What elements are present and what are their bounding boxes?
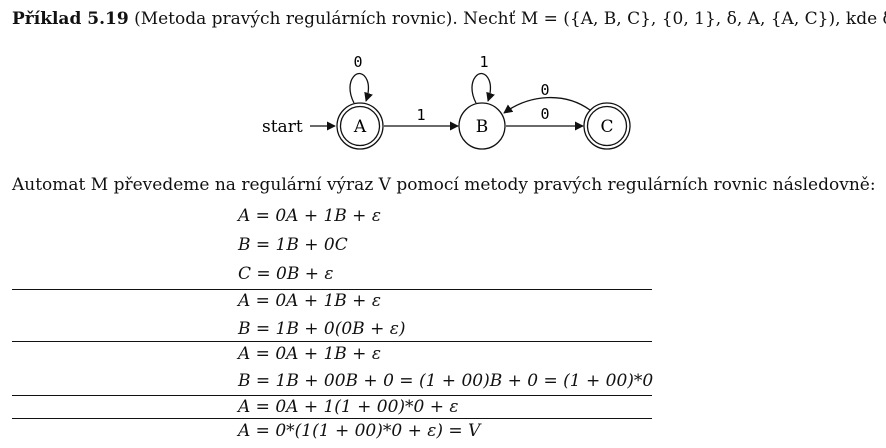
state-C-label: C	[600, 117, 613, 137]
example-heading: Příklad 5.19 (Metoda pravých regulárních…	[12, 6, 886, 32]
method-paragraph: Automat M převedeme na regulární výraz V…	[12, 175, 876, 195]
equation-7: B = 1B + 00B + 0 = (1 + 00)B + 0 = (1 + …	[238, 371, 654, 391]
equation-2: B = 1B + 0C	[238, 235, 348, 255]
edge-A-loop-label: 0	[353, 53, 362, 71]
edge-A-loop	[349, 73, 373, 104]
equation-6: A = 0A + 1B + ε	[238, 344, 381, 364]
edge-C-to-B	[503, 96, 591, 114]
state-C: C	[583, 102, 631, 150]
step-divider-2	[12, 341, 652, 342]
example-intro-text: (Metoda pravých regulárních rovnic). Nec…	[128, 9, 886, 29]
edge-A-to-B-label: 1	[416, 106, 425, 124]
step-divider-4	[12, 418, 652, 419]
edge-C-to-B-label: 0	[540, 81, 549, 99]
equation-9: A = 0*(1(1 + 00)*0 + ε) = V	[238, 421, 481, 441]
state-B: B	[458, 102, 506, 150]
state-A: A	[336, 102, 384, 150]
step-divider-1	[12, 289, 652, 290]
edge-B-loop	[471, 73, 495, 104]
start-label: start	[262, 117, 303, 137]
equation-1: A = 0A + 1B + ε	[238, 206, 381, 226]
equation-8: A = 0A + 1(1 + 00)*0 + ε	[238, 397, 459, 417]
edge-B-loop-label: 1	[479, 53, 488, 71]
example-label: Příklad 5.19	[12, 9, 129, 29]
state-A-label: A	[353, 117, 367, 137]
edge-B-to-C-label: 0	[540, 105, 549, 123]
equation-3: C = 0B + ε	[238, 264, 334, 284]
step-divider-3	[12, 395, 652, 396]
equation-5: B = 1B + 0(0B + ε)	[238, 319, 406, 339]
state-B-label: B	[476, 117, 489, 137]
equation-4: A = 0A + 1B + ε	[238, 291, 381, 311]
